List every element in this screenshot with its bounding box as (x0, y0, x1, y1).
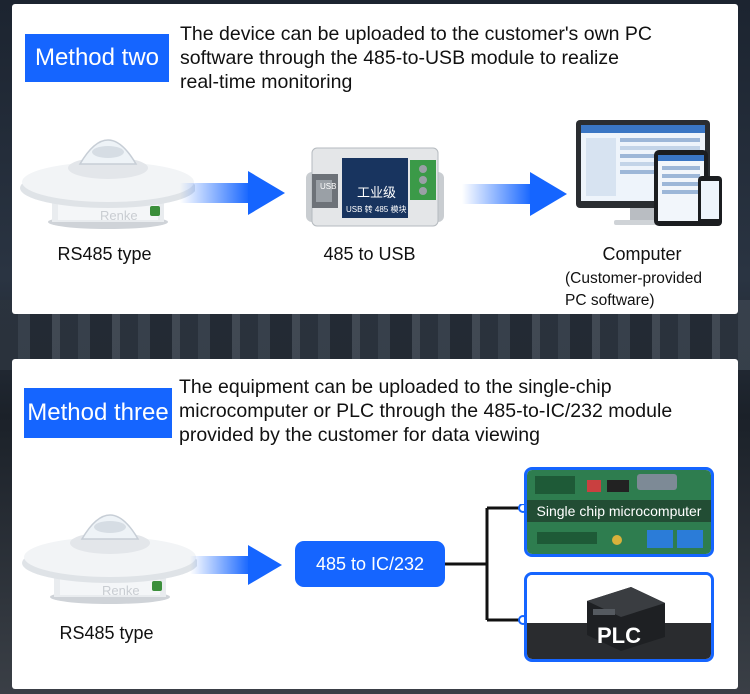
module-label: 485 to USB (323, 244, 416, 264)
computer-note-line: PC software) (565, 292, 655, 309)
pcb-board-icon (527, 470, 711, 554)
arrow-right-icon (180, 171, 285, 215)
sensor-label: RS485 type (57, 244, 152, 264)
method-two-panel: Method two The device can be uploaded to… (12, 4, 738, 314)
computer-devices-image (574, 116, 724, 241)
module-print-text: 工业级 (357, 185, 397, 200)
plc-card: PLC (524, 572, 714, 662)
method-three-badge: Method three (24, 388, 172, 438)
single-chip-microcomputer-card: Single chip microcomputer (524, 467, 714, 557)
description-line: software through the 485-to-USB module t… (180, 47, 619, 69)
description-line: provided by the customer for data viewin… (179, 424, 540, 446)
sensor-brand-text: Renke (100, 208, 138, 223)
method-three-description: The equipment can be uploaded to the sin… (179, 375, 672, 447)
method-two-badge: Method two (25, 34, 169, 82)
sensor-label: RS485 type (59, 623, 154, 643)
radiation-sensor-image: Renke (22, 493, 197, 608)
method-three-panel: Method three The equipment can be upload… (12, 359, 738, 689)
description-line: The equipment can be uploaded to the sin… (179, 376, 612, 398)
arrow-right-icon (190, 545, 282, 585)
computer-note: (Customer-provided PC software) (565, 268, 702, 312)
plc-label: PLC (597, 623, 641, 648)
plc-device-icon (527, 575, 711, 659)
computer-note-line: (Customer-provided (565, 270, 702, 287)
ic232-module-box: 485 to IC/232 (295, 541, 445, 587)
computer-label: Computer (602, 244, 682, 264)
branch-connector (445, 504, 530, 634)
radiation-sensor-image: Renke (20, 118, 195, 233)
description-line: real-time monitoring (180, 71, 353, 93)
description-line: microcomputer or PLC through the 485-to-… (179, 400, 673, 422)
module-side-text: USB (320, 182, 337, 191)
single-chip-label: Single chip microcomputer (527, 500, 711, 522)
method-two-description: The device can be uploaded to the custom… (180, 22, 652, 94)
arrow-right-icon (462, 172, 567, 216)
module-print-sub: USB 转 485 模块 (346, 205, 407, 214)
usb-module-image: 工业级 USB 转 485 模块 USB (302, 144, 452, 234)
description-line: The device can be uploaded to the custom… (180, 23, 652, 45)
sensor-brand-text: Renke (102, 583, 140, 598)
